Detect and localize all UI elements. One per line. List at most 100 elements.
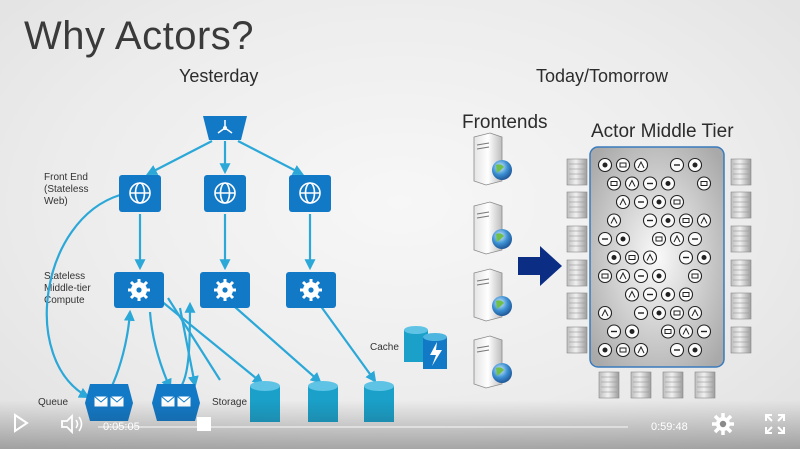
- actor-icon: [669, 231, 685, 247]
- actor-icon: [696, 250, 712, 265]
- actor-icon: [669, 157, 685, 173]
- storage-cylinders: [250, 381, 394, 422]
- actor-icon: [696, 213, 712, 228]
- actor-icon: [624, 287, 640, 302]
- actor-icon: [624, 324, 640, 339]
- actor-icon: [606, 213, 622, 228]
- server-rack-icon: [730, 225, 752, 253]
- storage-label: Storage: [212, 397, 247, 409]
- actor-icon: [660, 287, 676, 302]
- actor-icon: [633, 305, 649, 321]
- actor-icon: [642, 250, 658, 265]
- remaining-time: 0:59:48: [651, 421, 688, 433]
- actor-icon: [678, 250, 694, 265]
- actor-icon: [687, 231, 703, 247]
- server-icon: [473, 132, 512, 186]
- actor-icon: [615, 342, 631, 358]
- actor-icon: [678, 287, 694, 302]
- server-rack-icon: [662, 371, 684, 399]
- video-controls: 0:05:05 0:59:48: [0, 400, 800, 449]
- actor-icons: [597, 157, 712, 358]
- server-icon: [473, 335, 512, 389]
- actor-icon: [651, 194, 667, 210]
- actor-icon: [660, 176, 676, 191]
- actor-icon: [606, 176, 622, 191]
- middle-tier-label-line: Middle-tier: [44, 283, 91, 294]
- globe-icon: [129, 182, 321, 204]
- actor-icon: [615, 157, 631, 173]
- actor-icon: [633, 157, 649, 173]
- middle-tier-label: Stateless Middle-tier Compute: [44, 271, 91, 307]
- server-rack-icon: [730, 292, 752, 320]
- server-rack-icon: [566, 225, 588, 253]
- actor-icon: [615, 268, 631, 284]
- actor-icon: [678, 324, 694, 339]
- front-end-label-line: Front End: [44, 172, 88, 183]
- fullscreen-icon[interactable]: [764, 413, 786, 440]
- server-rack-icon: [630, 371, 652, 399]
- middle-tier-label-line: Compute: [44, 295, 85, 306]
- server-rack-icon: [566, 259, 588, 287]
- globe-icon: [492, 296, 512, 316]
- actor-icon: [615, 231, 631, 247]
- settings-icon[interactable]: [711, 412, 735, 441]
- actor-icon: [642, 176, 658, 191]
- progress-track[interactable]: [98, 426, 628, 428]
- globe-icon: [492, 160, 512, 180]
- actor-icon: [597, 157, 613, 173]
- volume-icon[interactable]: [60, 413, 86, 439]
- load-balancer-icon: [203, 116, 247, 140]
- middle-to-storage-arrow: [167, 297, 221, 381]
- lb-arrows: [45, 140, 377, 399]
- actor-icon: [597, 231, 613, 247]
- cache-icon: [404, 326, 447, 369]
- actor-icon: [597, 305, 613, 321]
- actor-icon: [669, 305, 685, 321]
- slide-title: Why Actors?: [24, 14, 255, 58]
- actor-icon: [615, 194, 631, 210]
- globe-icon: [492, 229, 512, 249]
- frontend-servers: [473, 132, 512, 389]
- actor-icon: [606, 250, 622, 265]
- actor-icon: [669, 342, 685, 358]
- actor-icon: [624, 250, 640, 265]
- actor-icon: [678, 213, 694, 228]
- actor-icon: [651, 305, 667, 321]
- server-icon: [473, 268, 512, 322]
- actor-icon: [669, 194, 685, 210]
- actor-icon: [687, 342, 703, 358]
- actor-icon: [687, 157, 703, 173]
- actor-tier-label: Actor Middle Tier: [591, 121, 734, 142]
- front-end-label-line: (Stateless: [44, 184, 89, 195]
- server-rack-icon: [694, 371, 716, 399]
- current-time: 0:05:05: [103, 421, 140, 433]
- server-racks: [566, 158, 752, 399]
- big-arrow-icon: [518, 246, 562, 286]
- yesterday-heading: Yesterday: [179, 66, 259, 86]
- actor-icon: [624, 176, 640, 191]
- server-rack-icon: [566, 191, 588, 219]
- server-rack-icon: [566, 292, 588, 320]
- actor-icon: [633, 342, 649, 358]
- actor-icon: [651, 231, 667, 247]
- server-rack-icon: [598, 371, 620, 399]
- actor-icon: [597, 268, 613, 284]
- actor-icon: [660, 324, 676, 339]
- actor-icon: [660, 213, 676, 228]
- actor-icon: [642, 213, 658, 228]
- server-icon: [473, 201, 512, 255]
- actor-icon: [687, 305, 703, 321]
- cache-label: Cache: [370, 342, 399, 353]
- actor-icon: [642, 287, 658, 302]
- queue-mail-icons: [85, 384, 200, 421]
- play-icon[interactable]: [13, 413, 29, 438]
- server-rack-icon: [730, 158, 752, 186]
- today-heading: Today/Tomorrow: [536, 66, 669, 86]
- middle-tier-label-line: Stateless: [44, 271, 86, 282]
- progress-handle[interactable]: [197, 417, 211, 431]
- front-end-label-line: Web): [44, 196, 68, 207]
- server-rack-icon: [566, 158, 588, 186]
- actor-icon: [687, 268, 703, 284]
